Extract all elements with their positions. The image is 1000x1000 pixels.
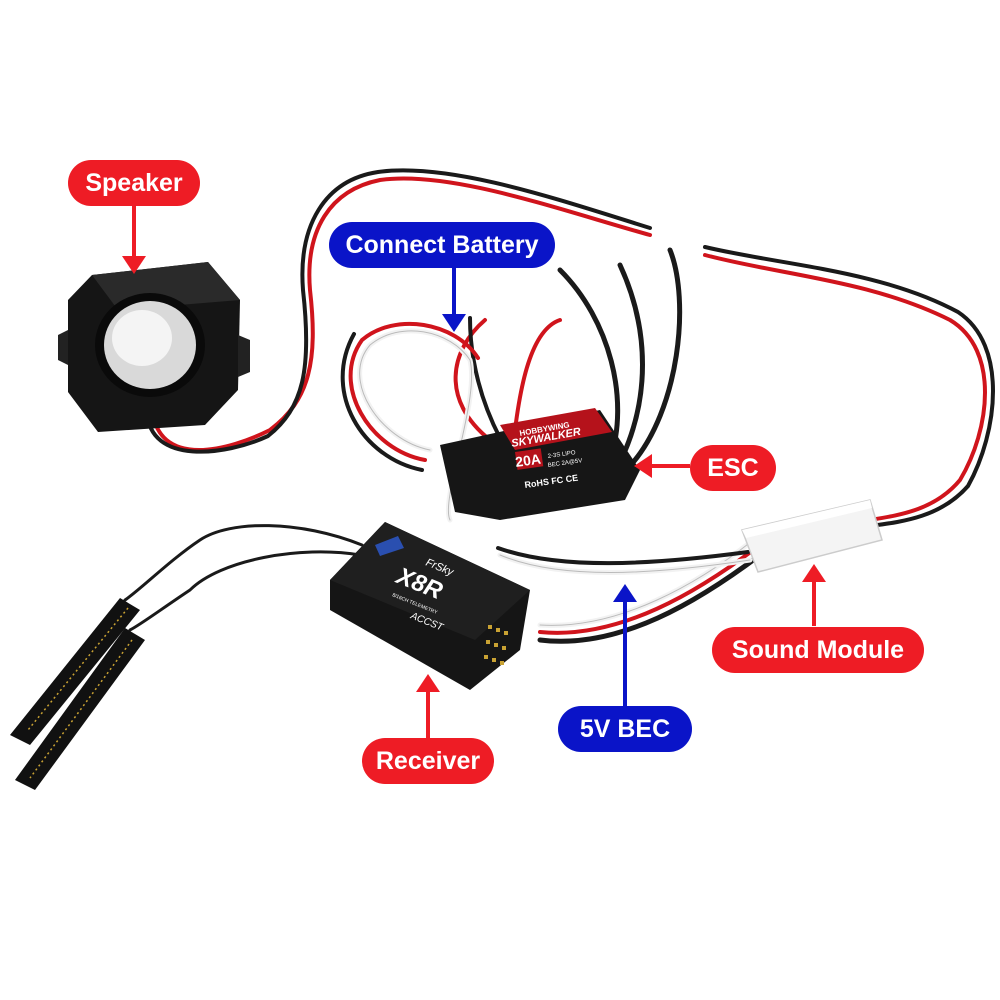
- receiver-arrow: [416, 674, 440, 738]
- speaker-label: Speaker: [68, 160, 200, 206]
- sound-module-component: [740, 499, 883, 573]
- speaker-component: [58, 262, 250, 432]
- battery-lead-wires: [453, 316, 562, 442]
- esc-label: ESC: [690, 445, 776, 491]
- sound-module-arrow: [802, 564, 826, 626]
- esc-spec2-print: BEC 2A@5V: [547, 458, 582, 469]
- antenna-wires: [123, 524, 364, 632]
- connect-battery-label: Connect Battery: [329, 222, 555, 268]
- esc-amps-print: 20A: [514, 451, 542, 470]
- sound-module-speaker-wires: [703, 245, 995, 528]
- sound-module-label: Sound Module: [712, 627, 924, 673]
- antenna-left: [10, 598, 140, 745]
- receiver-label: Receiver: [362, 738, 494, 784]
- receiver-component: FrSky X8R 8/16CH TELEMETRY ACCST: [330, 522, 530, 690]
- esc-arrow: [634, 454, 690, 478]
- connect-battery-arrow: [442, 268, 466, 332]
- speaker-arrow: [122, 205, 146, 274]
- esc-component: HOBBYWING SKYWALKER 20A 2-3S LIPO BEC 2A…: [440, 408, 640, 520]
- esc-spec1-print: 2-3S LIPO: [547, 450, 576, 460]
- bec-lead-wires: [496, 538, 763, 644]
- bec-label: 5V BEC: [558, 706, 692, 752]
- speaker-lead-wires: [145, 168, 652, 454]
- bec-arrow: [613, 584, 637, 706]
- antenna-right: [15, 628, 145, 790]
